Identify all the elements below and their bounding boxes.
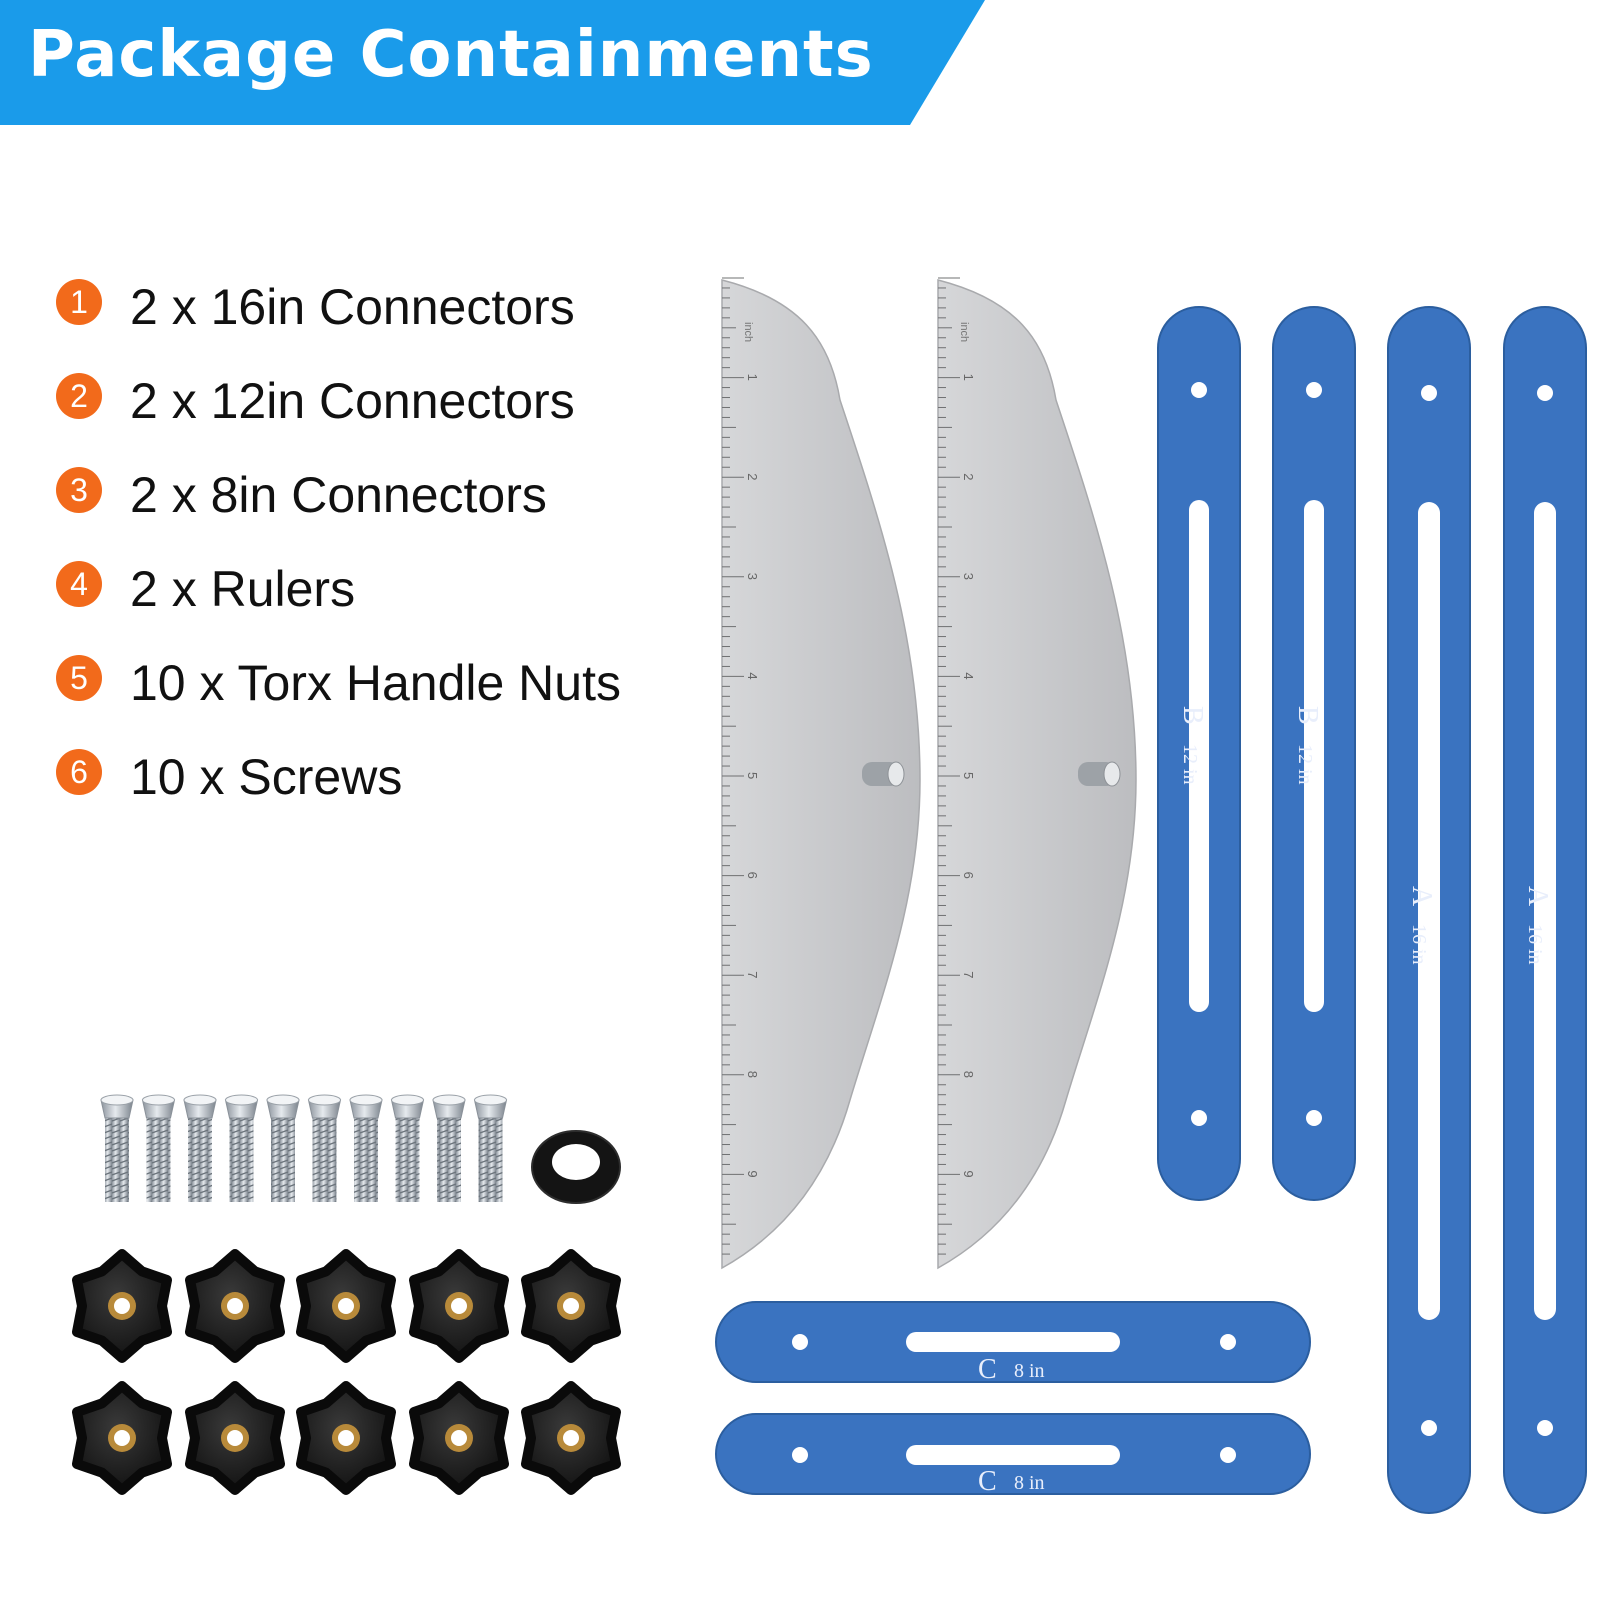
list-item: 2 2 x 12in Connectors (56, 366, 575, 429)
screw (224, 1094, 259, 1202)
item-label: 2 x 8in Connectors (130, 467, 547, 523)
ruler-mark-label: 8 (745, 1071, 760, 1078)
ruler-mark-label: 9 (745, 1170, 760, 1177)
item-label: 2 x Rulers (130, 561, 356, 617)
ruler-ticks: 1 2 3 4 5 6 7 8 9 (938, 277, 976, 1255)
list-item: 5 10 x Torx Handle Nuts (56, 648, 621, 711)
ruler-mark-label: 3 (745, 573, 760, 580)
torx-knob (521, 1249, 621, 1363)
connector-b-12in: B 12 in (1272, 306, 1356, 1201)
screw (141, 1094, 176, 1202)
list-item: 6 10 x Screws (56, 742, 402, 805)
connector-letter: C (978, 1466, 997, 1497)
ruler-mark-label: 6 (961, 872, 976, 879)
connector-size: 12 in (1179, 744, 1201, 785)
ruler-mark-label: 6 (745, 872, 760, 879)
ruler: inch 1 2 3 4 5 6 7 8 9 (937, 277, 1137, 1270)
connector-letter: A (1406, 886, 1437, 907)
item-label: 10 x Torx Handle Nuts (130, 655, 621, 711)
item-label: 10 x Screws (130, 749, 403, 805)
item-label: 2 x 12in Connectors (130, 373, 575, 429)
connector-c-8in: C 8 in (715, 1301, 1311, 1385)
ruler: inch 1 2 3 4 5 6 7 8 9 (721, 277, 921, 1270)
connector-a-16in: A 16 in (1387, 306, 1471, 1514)
connector-size: 8 in (1014, 1360, 1045, 1382)
list-item: 1 2 x 16in Connectors (56, 272, 575, 335)
banner-shape (0, 0, 985, 125)
connector-size: 8 in (1014, 1472, 1045, 1494)
torx-knob (185, 1249, 285, 1363)
screw (349, 1094, 383, 1202)
screws (100, 1094, 508, 1202)
ruler-ticks: 1 2 3 4 5 6 7 8 9 (722, 277, 760, 1255)
number-badge: 3 (56, 467, 102, 513)
ruler-mark-label: 8 (961, 1071, 976, 1078)
page-title: Package Containments (28, 18, 874, 92)
ruler-mark-label: 4 (961, 672, 976, 679)
torx-knob (409, 1249, 509, 1363)
connector-c-8in: C 8 in (715, 1413, 1311, 1497)
number-badge: 4 (56, 561, 102, 607)
ruler-mark-label: 7 (961, 971, 976, 978)
torx-knob (296, 1249, 396, 1363)
torx-handle-nuts (72, 1249, 621, 1495)
ruler-pin (1078, 761, 1121, 787)
connector-b-12in: B 12 in (1157, 306, 1241, 1201)
ruler-pin (862, 761, 905, 787)
ruler-mark-label: 9 (961, 1170, 976, 1177)
ruler-unit-label: inch (958, 322, 970, 342)
header-banner: Package Containments (0, 0, 1600, 130)
torx-knob (521, 1381, 621, 1495)
connector-letter: B (1292, 706, 1323, 725)
number-badge: 1 (56, 279, 102, 325)
torx-knob (72, 1381, 172, 1495)
ruler-mark-label: 7 (745, 971, 760, 978)
connector-size: 16 in (1524, 924, 1546, 965)
torx-knob (296, 1381, 396, 1495)
torx-knob (409, 1381, 509, 1495)
connector-letter: A (1522, 886, 1553, 907)
connector-a-16in: A 16 in (1503, 306, 1587, 1514)
ruler-mark-label: 2 (745, 473, 760, 480)
number-badge: 5 (56, 655, 102, 701)
torx-knob (72, 1249, 172, 1363)
connector-size: 12 in (1294, 744, 1316, 785)
screw (183, 1094, 217, 1202)
screw (307, 1094, 342, 1202)
ruler-mark-label: 5 (745, 772, 760, 779)
list-item: 3 2 x 8in Connectors (56, 460, 547, 523)
ruler-mark-label: 4 (745, 672, 760, 679)
connector-letter: B (1177, 706, 1208, 725)
number-badge: 6 (56, 749, 102, 795)
ruler-mark-label: 1 (961, 374, 976, 381)
torx-knob (185, 1381, 285, 1495)
ruler-mark-label: 2 (961, 473, 976, 480)
ruler-mark-label: 3 (961, 573, 976, 580)
item-label: 2 x 16in Connectors (130, 279, 575, 335)
connector-size: 16 in (1408, 924, 1430, 965)
ruler-unit-label: inch (742, 322, 754, 342)
screw (390, 1094, 425, 1202)
ruler-mark-label: 5 (961, 772, 976, 779)
number-badge: 2 (56, 373, 102, 419)
screw (266, 1094, 300, 1202)
screw (473, 1094, 508, 1202)
screw (432, 1094, 466, 1202)
rubber-washer (531, 1130, 621, 1204)
ruler-mark-label: 1 (745, 374, 760, 381)
list-item: 4 2 x Rulers (56, 554, 355, 617)
connector-letter: C (978, 1354, 997, 1385)
screw (100, 1094, 134, 1202)
